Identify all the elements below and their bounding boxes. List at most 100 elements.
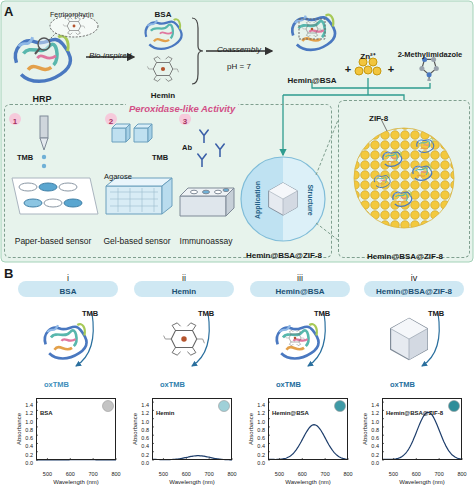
figure-label-holder: Wavelength (nm): [399, 470, 444, 488]
figure-label-holder: Bio-inspired: [89, 44, 131, 62]
figure-label: 1.0: [257, 418, 265, 424]
panel-box: Peroxidase-like Activity123ApplicationSt…: [4, 104, 332, 258]
zif-illustration-part: [417, 138, 434, 152]
structure-application-circle-part: [269, 183, 298, 215]
gel-sensor-illustration-part: [148, 124, 152, 142]
step-number: 3: [179, 113, 191, 125]
column-ii-illustration-part: [164, 323, 205, 355]
spectrum-frame-text-holder: Hemin@BSA: [272, 401, 309, 419]
immunoassay-illustration-part: [223, 189, 229, 192]
figure-label: 0.8: [257, 427, 265, 433]
figure-label: Agarose: [104, 172, 132, 181]
figure-label: Paper-based sensor: [15, 236, 92, 246]
column-i-illustration-part: [76, 313, 93, 366]
figure-label-holder: iv: [411, 267, 418, 285]
figure-label: 0.2: [371, 452, 379, 458]
figure-label: Wavelength (nm): [53, 479, 98, 485]
gel-sensor-illustration: [106, 124, 172, 214]
immunoassay-illustration-part: [180, 196, 226, 216]
figure-label: i: [67, 273, 69, 283]
figure-label-holder: TMB: [428, 302, 444, 320]
spectrum-frame: BSA: [36, 398, 116, 460]
figure-label: +: [345, 63, 351, 75]
gel-sensor-illustration-part: [112, 128, 126, 142]
figure-label: Ferriporphyrin: [50, 11, 94, 18]
structure-circle-text: Application: [254, 181, 261, 219]
immunoassay-illustration-part: [203, 190, 210, 194]
figure-label: iv: [411, 273, 418, 283]
figure-label: Wavelength (nm): [399, 479, 444, 485]
paper-sensor-illustration-part: [40, 116, 48, 138]
figure-label: Wavelength (nm): [169, 479, 214, 485]
figure-label-holder: Wavelength (nm): [285, 470, 330, 488]
figure-label: 1.4: [371, 402, 379, 408]
paper-sensor-illustration-part: [12, 178, 98, 214]
sample-pill-text: Hemin@BSA@ZIF-8: [376, 287, 452, 296]
figure-label: Immunoassay: [180, 236, 233, 246]
figure-label-holder: Agarose: [104, 165, 132, 183]
figure-label-holder: TMB: [198, 302, 214, 320]
figure-label: 800: [111, 471, 120, 477]
zif-illustration-part: [354, 128, 454, 228]
hrp-illustration-part: [63, 17, 85, 34]
figure-label-holder: ii: [182, 267, 186, 285]
panel-a-ground-part: [1, 1, 473, 262]
spectrum-frame: Hemin: [152, 398, 232, 460]
zoom-box-text: Hemin@BSA@ZIF-8: [367, 252, 443, 261]
panel-a-ground: [1, 1, 473, 262]
figure-label-holder: 600: [412, 462, 421, 480]
zoom-box-text-holder: Hemin@BSA@ZIF-8: [367, 245, 443, 263]
figure-label: 0.8: [141, 427, 149, 433]
figure-label-holder: 800: [457, 462, 466, 480]
figure-label-holder: Paper-based sensor: [15, 230, 92, 248]
zoom-lines-part: [316, 223, 338, 240]
gel-sensor-illustration-part: [106, 186, 162, 214]
figure-label-holder: Wavelength (nm): [53, 470, 98, 488]
paper-sensor-illustration-part: [42, 155, 46, 159]
figure-label: ii: [182, 273, 186, 283]
figure-label: 0.6: [25, 435, 33, 441]
gel-sensor-illustration-part: [134, 128, 148, 142]
figure-label-holder: 600: [298, 462, 307, 480]
step-number: 2: [105, 113, 117, 125]
figure-label: 0.8: [25, 427, 33, 433]
figure-label-holder: TMB: [152, 146, 168, 164]
figure-label-holder: Gel-based sensor: [103, 230, 170, 248]
figure-label: 500: [389, 471, 398, 477]
figure-label: 600: [182, 471, 191, 477]
column-iii-illustration-part: [285, 330, 304, 345]
zif-illustration-part: [393, 191, 412, 207]
methylimidazole-molecule: [419, 57, 438, 82]
immunoassay-illustration-part: [216, 144, 224, 157]
figure-label: 1.0: [371, 418, 379, 424]
figure-label-holder: 600: [66, 462, 75, 480]
immunoassay-illustration: [180, 130, 234, 216]
step-number-text: 3: [183, 117, 187, 126]
sample-vial: [335, 401, 346, 412]
figure-label: 1.4: [257, 402, 265, 408]
figure-label: BSA: [155, 10, 172, 19]
spectrum-frame-text-holder: BSA: [40, 401, 53, 419]
figure-label: 500: [159, 471, 168, 477]
figure-label-holder: oxTMB: [160, 373, 185, 391]
figure-label: 0.4: [141, 443, 149, 449]
hemin-bsa-illustration-part: [292, 15, 335, 50]
figure-label: 800: [457, 471, 466, 477]
figure-label: oxTMB: [390, 380, 415, 389]
figure-label: Gel-based sensor: [103, 236, 170, 246]
figure-label: 500: [43, 471, 52, 477]
paper-sensor-illustration-part: [40, 138, 48, 150]
figure-label: Bio-inspired: [89, 51, 131, 60]
spectrum-frame-text-holder: Hemin@BSA@ZIF-8: [386, 401, 443, 419]
figure-label-holder: Absorbance: [239, 413, 257, 445]
sample-pill: Hemin@BSA@ZIF-8: [364, 281, 464, 297]
figure-label-holder: 700: [321, 462, 330, 480]
figure-label-holder: 700: [89, 462, 98, 480]
spectrum-frame: Hemin@BSA@ZIF-8: [382, 398, 462, 460]
figure-label-holder: Absorbance: [353, 413, 371, 445]
sample-pill: BSA: [18, 281, 118, 297]
spectrum-frame-text: Hemin: [156, 410, 174, 416]
step-number: 1: [9, 113, 21, 125]
spectrum-frame: Hemin@BSA: [268, 398, 348, 460]
column-ii-illustration-part: [192, 313, 209, 366]
